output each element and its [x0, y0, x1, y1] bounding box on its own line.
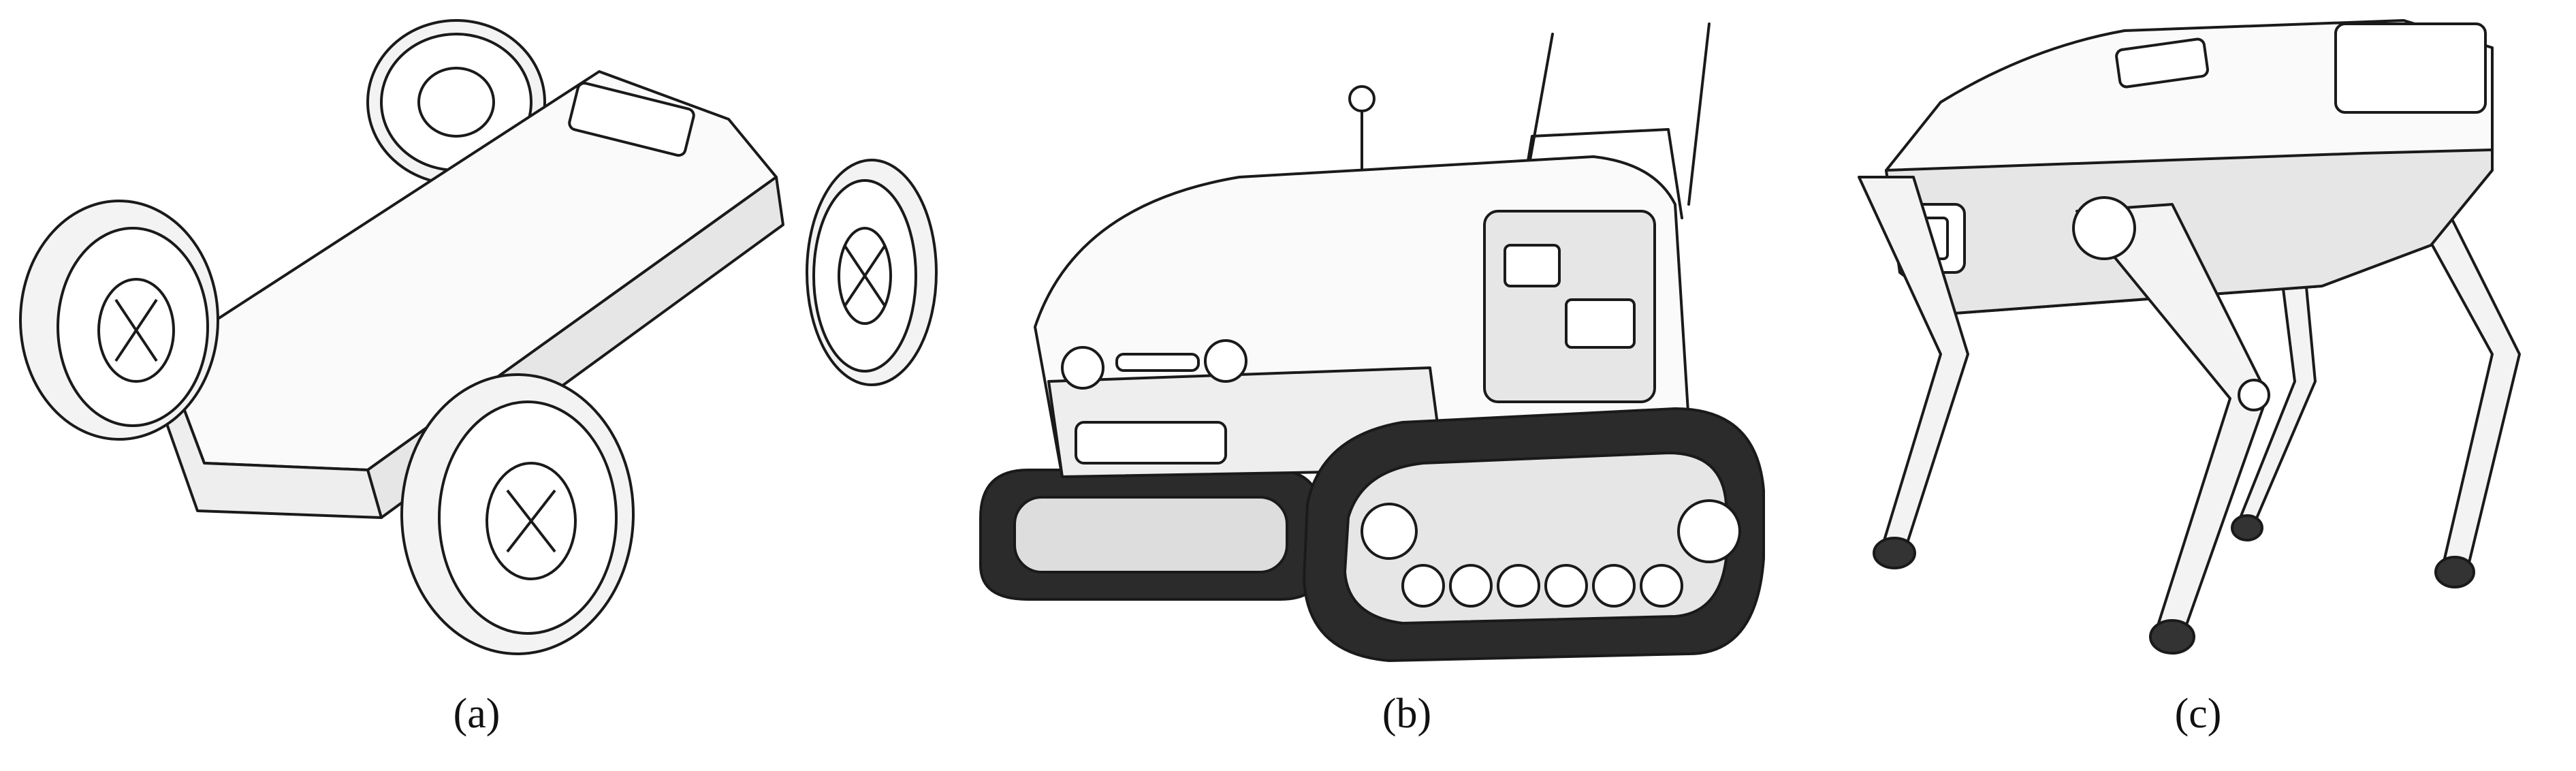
- quadruped-robot-drawing: [1858, 19, 2521, 655]
- wheel-front-left: [19, 200, 219, 441]
- leg-front-left: [1858, 176, 1969, 569]
- caption-b: (b): [1382, 691, 1432, 737]
- road-wheels: [1361, 499, 1741, 608]
- tracked-robot-drawing: [979, 22, 1765, 662]
- panel-a-wheeled-robot: [0, 0, 953, 771]
- leg-back-right: [2416, 203, 2521, 588]
- leg-front-right: [2072, 196, 2270, 655]
- panel-c-quadruped-robot: [1804, 0, 2576, 771]
- track-right: [1303, 407, 1765, 662]
- wheel-back-right: [806, 159, 938, 386]
- panel-b-tracked-robot: [953, 0, 1804, 771]
- wheel-front-right: [400, 373, 635, 655]
- wheel-back-left: [366, 19, 546, 185]
- caption-a: (a): [453, 691, 500, 737]
- wheeled-robot-drawing: [19, 19, 938, 655]
- caption-c: (c): [2174, 691, 2222, 737]
- track-left: [979, 469, 1322, 601]
